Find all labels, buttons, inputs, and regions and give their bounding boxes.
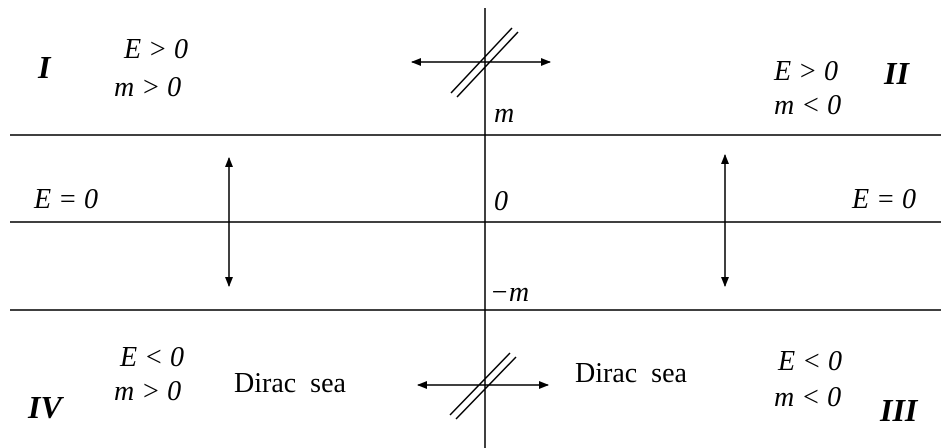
region-I-energy-condition: E > 0 xyxy=(123,34,188,65)
region-II-mass-condition: m < 0 xyxy=(774,90,841,121)
bottom-strike-slash-2 xyxy=(455,356,517,420)
region-label-II: II xyxy=(883,55,910,91)
dirac-sea-label-right: Dirac sea xyxy=(575,358,688,389)
dirac-sea-label-left: Dirac sea xyxy=(234,368,347,399)
region-II-energy-condition: E > 0 xyxy=(773,56,838,87)
bottom-strike-slash-1 xyxy=(449,352,511,416)
region-I-mass-condition: m > 0 xyxy=(114,72,181,103)
region-label-IV: IV xyxy=(27,389,64,425)
top-strike-slash-2 xyxy=(456,31,519,98)
region-label-I: I xyxy=(37,49,52,85)
region-IV-energy-condition: E < 0 xyxy=(119,342,184,373)
top-strike-slash-1 xyxy=(450,27,513,94)
region-III-energy-condition: E < 0 xyxy=(777,346,842,377)
region-IV-mass-condition: m > 0 xyxy=(114,376,181,407)
level-label-m: m xyxy=(494,98,514,129)
level-label-minus-m: −m xyxy=(490,277,529,308)
region-label-III: III xyxy=(879,392,919,428)
zero-energy-label-right: E = 0 xyxy=(851,184,916,215)
zero-energy-label-left: E = 0 xyxy=(33,184,98,215)
level-label-zero: 0 xyxy=(494,186,508,217)
region-III-mass-condition: m < 0 xyxy=(774,382,841,413)
